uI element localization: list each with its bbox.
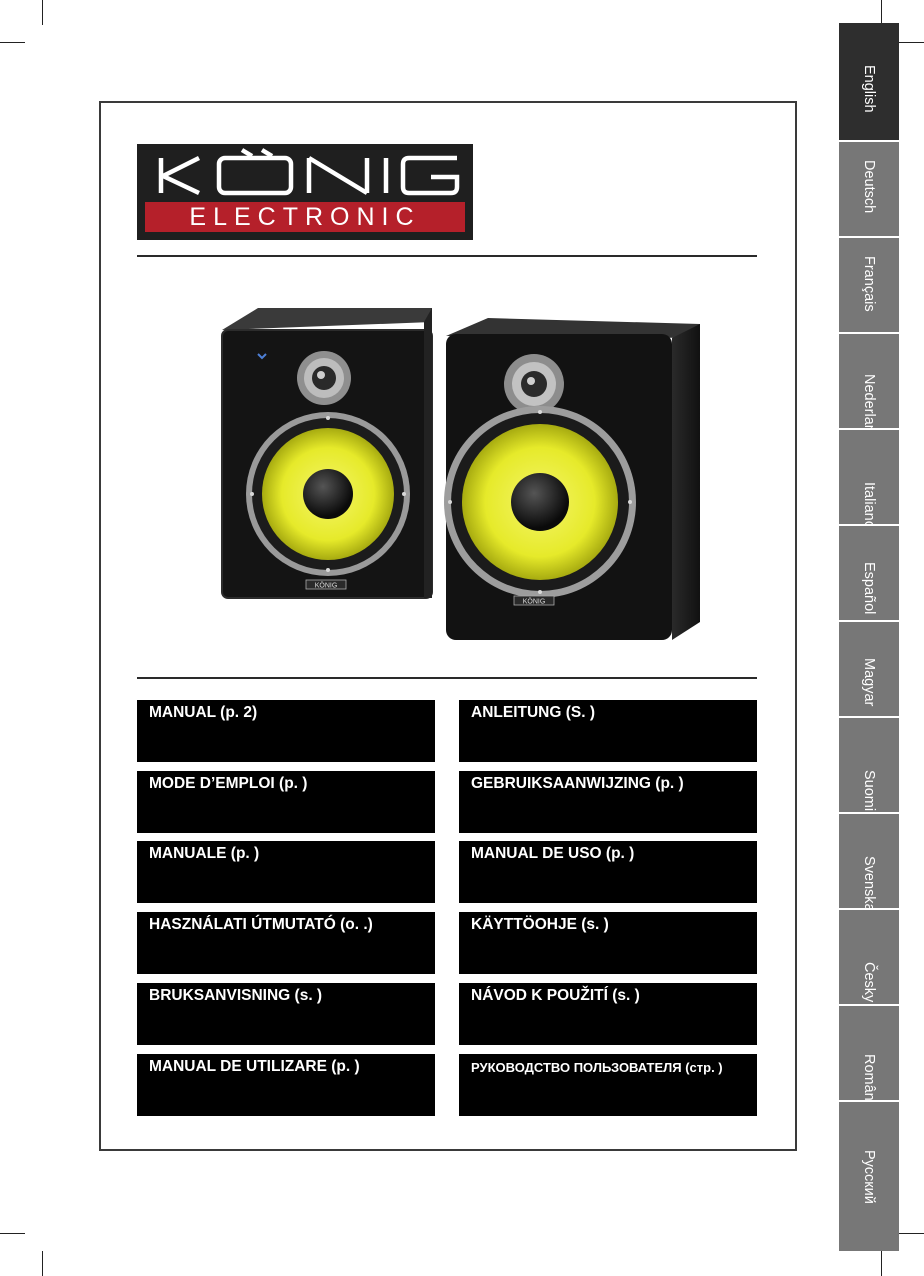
divider: [137, 677, 757, 679]
manual-label: BRUKSANVISNING (s. ): [149, 987, 323, 1004]
crop-mark: [881, 1251, 882, 1276]
crop-mark: [0, 42, 25, 43]
crop-mark: [0, 1233, 25, 1234]
left-speaker: KÖNIG: [221, 308, 433, 599]
tab-label: English: [861, 65, 877, 113]
tab-italiano[interactable]: Italiano: [839, 430, 899, 529]
crop-mark: [881, 0, 882, 25]
tab-suomi[interactable]: Suomi: [839, 718, 899, 812]
manual-label: MANUAL DE USO (p. ): [471, 845, 635, 862]
tab-romana[interactable]: Română: [839, 1006, 899, 1109]
manual-hungarian[interactable]: HASZNÁLATI ÚTMUTATÓ (o. .): [137, 912, 435, 974]
tab-label: Français: [861, 256, 877, 312]
speaker-badge-right: KÖNIG: [523, 598, 546, 606]
crop-mark: [899, 42, 924, 43]
manual-label: NÁVOD K POUŽITÍ (s. ): [471, 987, 640, 1004]
language-tabs: English Deutsch Français Nederlands Ital…: [839, 23, 899, 1251]
tab-label: Русский: [861, 1150, 877, 1204]
tab-label: Nederlands: [861, 374, 877, 449]
manual-label: MANUALE (p. ): [149, 845, 260, 862]
manual-label: KÄYTTÖOHJE (s. ): [471, 916, 609, 933]
manual-label: HASZNÁLATI ÚTMUTATÓ (o. .): [149, 916, 373, 933]
tab-label: Svenska: [861, 856, 877, 912]
tab-russian[interactable]: Русский: [839, 1102, 899, 1251]
tab-deutsch[interactable]: Deutsch: [839, 142, 899, 236]
tab-label: Deutsch: [861, 160, 877, 214]
tab-label: Suomi: [861, 770, 877, 812]
manual-label: ANLEITUNG (S. ): [471, 704, 595, 721]
manual-label: MANUAL (p. 2): [149, 704, 258, 721]
manual-swedish[interactable]: BRUKSANVISNING (s. ): [137, 983, 435, 1045]
manual-label: MODE D’EMPLOI (p. ): [149, 775, 308, 792]
tab-label: Italiano: [861, 482, 877, 529]
divider: [137, 255, 757, 257]
manual-czech[interactable]: NÁVOD K POUŽITÍ (s. ): [459, 983, 757, 1045]
right-speaker: KÖNIG: [444, 318, 700, 640]
tab-label: Česky: [861, 962, 877, 1003]
crop-mark: [42, 1251, 43, 1276]
tab-label: Română: [861, 1054, 877, 1109]
manual-french[interactable]: MODE D’EMPLOI (p. ): [137, 771, 435, 833]
manual-label: РУКОВОДСТВО ПОЛЬЗОВАТЕЛЯ (стр. ): [471, 1060, 723, 1075]
manual-spanish[interactable]: MANUAL DE USO (p. ): [459, 841, 757, 903]
speakers-image: KÖNIG KÖNIG: [221, 308, 700, 640]
speaker-badge-left: KÖNIG: [315, 582, 338, 590]
konig-wordmark: [158, 148, 460, 196]
tab-svenska[interactable]: Svenska: [839, 814, 899, 912]
manual-romanian[interactable]: MANUAL DE UTILIZARE (p. ): [137, 1054, 435, 1116]
manual-english[interactable]: MANUAL (p. 2): [137, 700, 435, 762]
tab-label: Español: [861, 562, 877, 615]
konig-logo: ELECTRONIC: [137, 144, 473, 240]
manual-label: MANUAL DE UTILIZARE (p. ): [149, 1058, 360, 1075]
crop-mark: [42, 0, 43, 25]
manual-dutch[interactable]: GEBRUIKSAANWIJZING (p. ): [459, 771, 757, 833]
tab-magyar[interactable]: Magyar: [839, 622, 899, 716]
tab-label: Magyar: [861, 658, 877, 707]
crop-mark: [899, 1233, 924, 1234]
cover-frame: [99, 101, 797, 1151]
manual-russian[interactable]: РУКОВОДСТВО ПОЛЬЗОВАТЕЛЯ (стр. ): [459, 1054, 757, 1116]
manual-label: GEBRUIKSAANWIJZING (p. ): [471, 775, 684, 792]
tab-cesky[interactable]: Česky: [839, 910, 899, 1004]
manual-italian[interactable]: MANUALE (p. ): [137, 841, 435, 903]
tab-espanol[interactable]: Español: [839, 526, 899, 620]
manual-german[interactable]: ANLEITUNG (S. ): [459, 700, 757, 762]
logo-subtitle: ELECTRONIC: [145, 202, 465, 232]
tab-nederlands[interactable]: Nederlands: [839, 334, 899, 448]
tab-english[interactable]: English: [839, 23, 899, 140]
manual-finnish[interactable]: KÄYTTÖOHJE (s. ): [459, 912, 757, 974]
tab-francais[interactable]: Français: [839, 238, 899, 332]
